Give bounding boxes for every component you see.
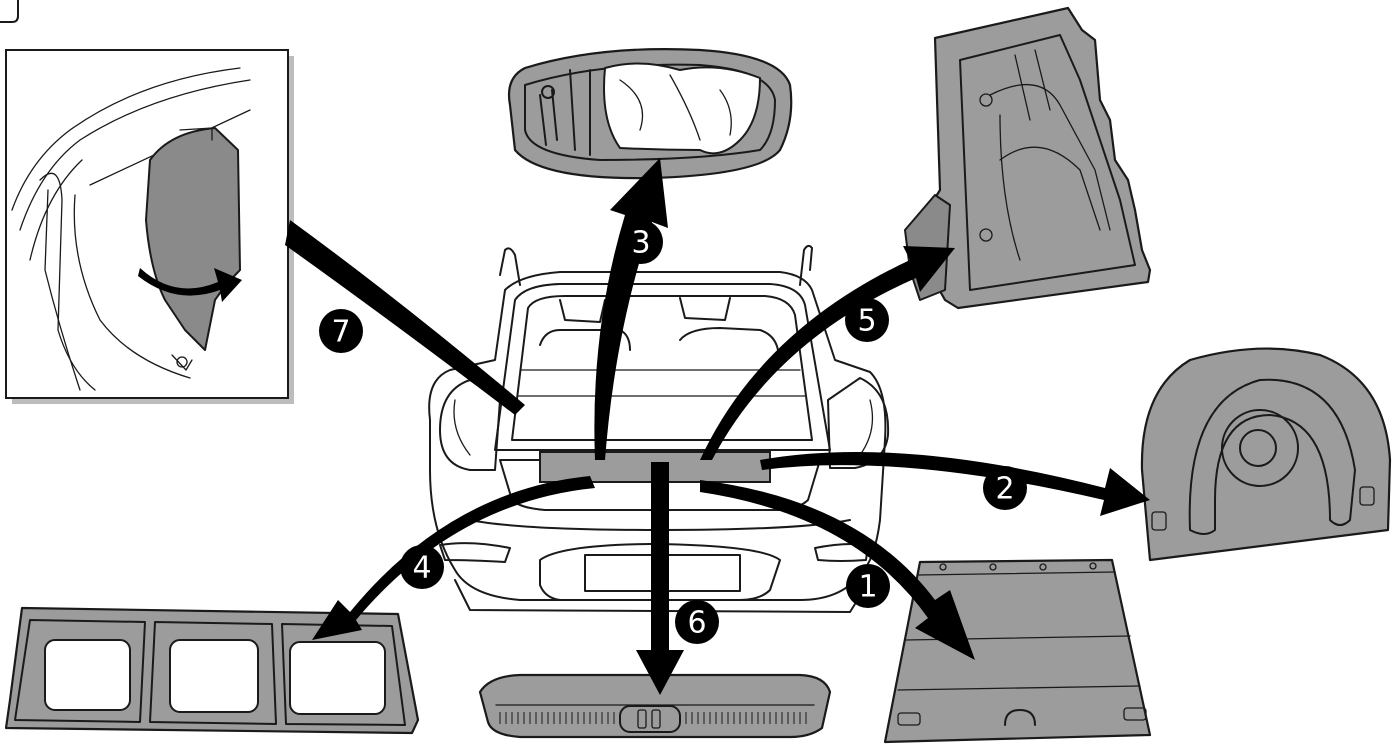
- callout-6: 6: [675, 600, 719, 644]
- callout-5: 5: [845, 298, 889, 342]
- arrow-to-tool-tray: [594, 158, 668, 460]
- callout-1-label: 1: [858, 570, 877, 605]
- arrow-to-inset-panel: [285, 220, 525, 415]
- tool-tray-illustration: [509, 49, 791, 178]
- arrow-to-sill-trim: [636, 462, 684, 695]
- callout-4-label: 4: [412, 551, 431, 586]
- callout-5-label: 5: [857, 304, 876, 339]
- callout-1: 1: [846, 564, 890, 608]
- callout-3-label: 3: [631, 226, 650, 261]
- corner-tab-icon: [0, 0, 18, 22]
- arrow-to-wheel-cover: [760, 452, 1150, 516]
- callout-2: 2: [983, 466, 1027, 510]
- callout-7-label: 7: [331, 315, 350, 350]
- arrow-to-side-panel: [700, 246, 955, 460]
- callout-2-label: 2: [995, 472, 1014, 507]
- arrow-to-storage-tray: [312, 476, 595, 640]
- callout-7: 7: [319, 309, 363, 353]
- callout-3: 3: [619, 220, 663, 264]
- callout-4: 4: [400, 545, 444, 589]
- inset-side-panel-illustration: [6, 50, 294, 404]
- spare-wheel-cover-illustration: [1142, 349, 1390, 560]
- callout-6-label: 6: [687, 606, 706, 641]
